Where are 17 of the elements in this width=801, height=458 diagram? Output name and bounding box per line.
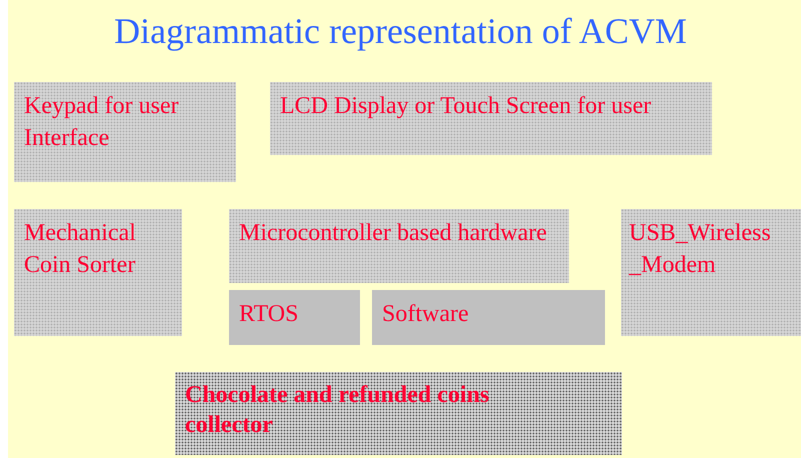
- diagram-title: Diagrammatic representation of ACVM: [113, 10, 688, 52]
- component-label: Mechanical Coin Sorter: [24, 219, 137, 280]
- component-box: [14, 82, 236, 182]
- component-box: [175, 372, 622, 455]
- component-box: [621, 209, 801, 336]
- component-label: Chocolate and refunded coins collector: [185, 381, 490, 440]
- component-label: RTOS: [239, 300, 300, 329]
- component-box: [229, 209, 569, 283]
- component-label: Software: [382, 300, 470, 329]
- component-label: Microcontroller based hardware: [239, 219, 548, 248]
- component-label: USB_Wireless _Modem: [629, 219, 772, 280]
- component-label: Keypad for user Interface: [24, 92, 180, 153]
- component-box: [229, 290, 360, 345]
- component-box: [270, 82, 712, 155]
- component-label: LCD Display or Touch Screen for user: [280, 92, 652, 121]
- component-box: [372, 290, 605, 345]
- component-box: [14, 209, 182, 336]
